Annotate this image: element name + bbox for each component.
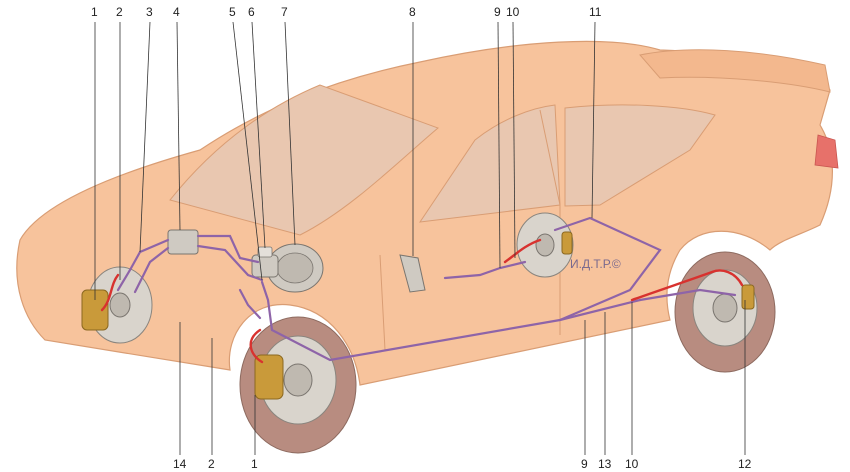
callout-1: 1 xyxy=(91,5,98,19)
brake-hoses xyxy=(100,238,744,364)
callout-10: 10 xyxy=(506,5,520,19)
callout-6: 6 xyxy=(248,5,255,19)
rear-side-window xyxy=(564,104,716,207)
callout-13: 13 xyxy=(598,457,612,471)
callout-12: 12 xyxy=(738,457,752,471)
brake-lines xyxy=(116,216,737,362)
tail-light xyxy=(814,134,839,169)
callout-10-bottom: 10 xyxy=(625,457,639,471)
callout-3: 3 xyxy=(146,5,153,19)
abs-unit xyxy=(167,229,199,255)
rear-left-caliper xyxy=(561,231,573,255)
watermark-text: И.Д.Т.Р.© xyxy=(570,257,621,271)
brake-booster xyxy=(266,243,324,293)
callout-14: 14 xyxy=(173,457,187,471)
callout-9-bottom: 9 xyxy=(581,457,588,471)
callout-5: 5 xyxy=(229,5,236,19)
callouts-bottom: 14 2 1 9 13 10 12 xyxy=(173,457,752,471)
callout-leaders xyxy=(94,21,746,455)
rear-spoiler xyxy=(639,49,831,93)
callout-1-bottom: 1 xyxy=(251,457,258,471)
master-cylinder xyxy=(251,246,279,278)
callout-2-bottom: 2 xyxy=(208,457,215,471)
front-wheel xyxy=(239,316,357,454)
front-right-caliper xyxy=(254,354,284,400)
callout-11: 11 xyxy=(589,5,602,19)
callout-9: 9 xyxy=(494,5,501,19)
callout-7: 7 xyxy=(281,5,288,19)
callout-4: 4 xyxy=(173,5,180,19)
front-side-window xyxy=(418,104,561,223)
callouts-top: 1 2 3 4 5 6 7 8 9 10 11 xyxy=(91,5,602,19)
callout-2: 2 xyxy=(116,5,123,19)
callout-8: 8 xyxy=(409,5,416,19)
brake-pedal xyxy=(399,254,426,293)
rear-right-caliper xyxy=(741,284,755,310)
rear-wheel xyxy=(674,251,776,373)
windshield xyxy=(169,84,439,236)
